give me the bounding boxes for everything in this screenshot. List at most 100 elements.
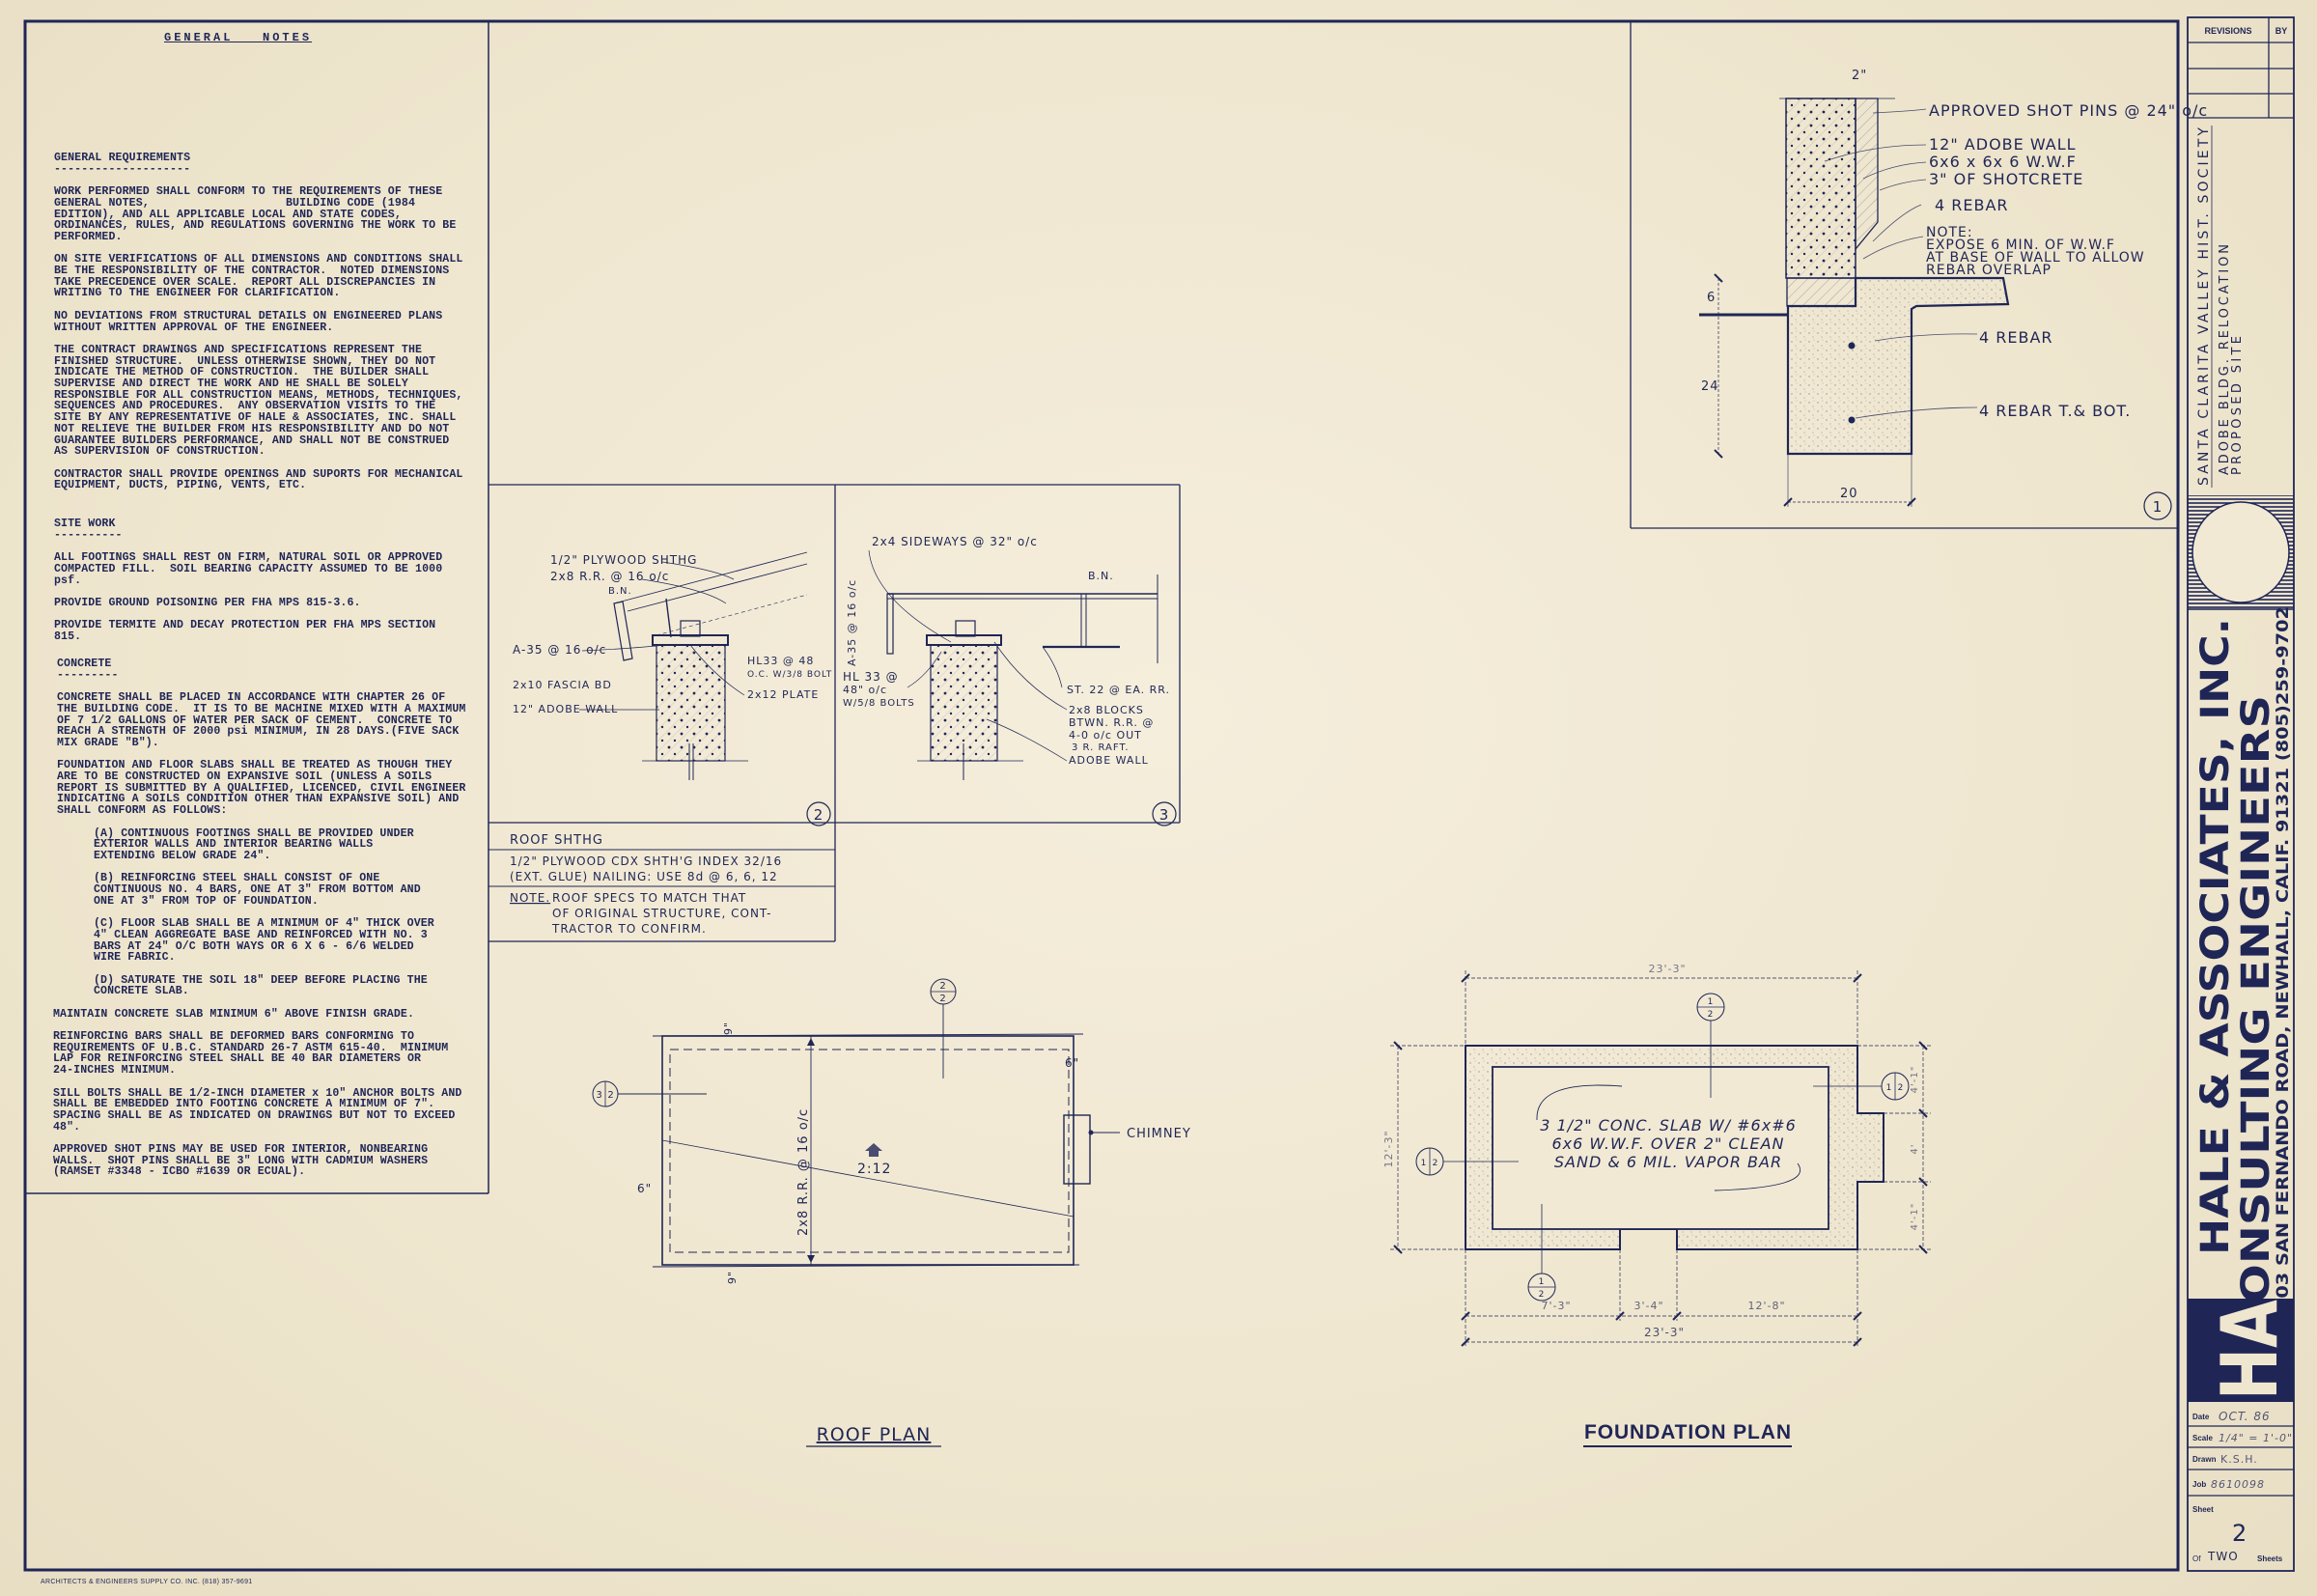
roof-marker-2-bottom: 2 [607,1090,614,1101]
foundation-dim-seg1: 7'-3" [1541,1300,1571,1312]
detail-3-label-a35: A-35 @ 16 o/c [846,579,858,666]
company-seal-placeholder [2191,501,2290,603]
detail-1-label-adobe-wall: 12" ADOBE WALL [1929,135,2077,154]
revisions-by-header: BY [2275,26,2288,36]
detail-2-label-rafter: 2x8 R.R. @ 16 o/c [550,570,669,583]
foundation-slab-note-3: SAND & 6 MIL. VAPOR BAR [1554,1153,1782,1171]
detail-2-label-hl33b: O.C. W/3/8 BOLT [747,670,832,680]
drawn-value: K.S.H. [2220,1453,2258,1466]
detail-1-note-1: NOTE: [1926,225,1973,240]
roof-plan: 2x8 R.R. @ 16 o/c 2:12 CHIMNEY 9" 6" 9" … [592,978,1191,1447]
detail-1-label-rebar-mid: 4 REBAR [1979,328,2053,347]
date-label: Date [2192,1413,2210,1421]
notes-site-work: SITE WORK ---------- ALL FOOTINGS SHALL … [54,518,479,654]
note-item: (A) CONTINUOUS FOOTINGS SHALL BE PROVIDE… [94,826,414,862]
detail-1-label-shotcrete: 3" OF SHOTCRETE [1929,170,2083,188]
detail-1-label-rebar: 4 REBAR [1935,196,2009,214]
scale-label: Scale [2192,1434,2213,1442]
sheet-number: 2 [2232,1520,2247,1547]
foundation-marker-4-top: 1 [1886,1083,1893,1093]
note-paragraph: WORK PERFORMED SHALL CONFORM TO THE REQU… [54,185,457,243]
drawn-label: Drawn [2192,1455,2217,1464]
detail-3-label-st22: ST. 22 @ EA. RR. [1067,684,1170,696]
roof-marker-1-top: 2 [939,981,946,992]
detail-2-eave-section: 1/2" PLYWOOD SHTHG 2x8 R.R. @ 16 o/c B.N… [513,551,832,826]
foundation-dim-left: 12'-3" [1382,1130,1395,1167]
detail-1-dim-slab: 6 [1707,291,1716,305]
scale-value: 1/4" = 1'-0" [2219,1432,2293,1444]
roof-plan-chimney-label: CHIMNEY [1127,1127,1191,1141]
roof-plan-title: ROOF PLAN [817,1424,932,1445]
roof-sheathing-note-3: TRACTOR TO CONFIRM. [551,922,707,936]
roof-sheathing-note-label: NOTE. [510,891,550,905]
sheet-label: Sheet [2192,1505,2214,1514]
note-paragraph: THE CONTRACT DRAWINGS AND SPECIFICATIONS… [54,343,463,459]
foundation-marker-4-bottom: 2 [1898,1083,1905,1093]
detail-1-dim-depth: 24 [1701,379,1719,394]
detail-3-label-hl33a: HL 33 @ [843,670,899,684]
foundation-slab-note-2: 6x6 W.W.F. OVER 2" CLEAN [1551,1134,1784,1153]
roof-marker-1-bottom: 2 [939,994,946,1004]
detail-3-label-blocks-3: 4-0 o/c OUT [1069,729,1142,742]
date-value: OCT. 86 [2219,1410,2271,1423]
detail-3-number: 3 [1159,806,1170,824]
note-paragraph: APPROVED SHOT PINS MAY BE USED FOR INTER… [53,1143,429,1179]
general-notes-title: GENERAL NOTES [164,31,313,44]
roof-sheathing-note-1: ROOF SPECS TO MATCH THAT [552,891,746,905]
detail-1-label-wwf: 6x6 x 6x 6 W.W.F [1929,153,2077,171]
foundation-marker-2-top: 1 [1421,1159,1428,1168]
note-paragraph: NO DEVIATIONS FROM STRUCTURAL DETAILS ON… [54,309,443,334]
roof-marker-2-top: 3 [596,1090,602,1101]
section-heading: SITE WORK [54,518,116,530]
detail-1-note-3: AT BASE OF WALL TO ALLOW [1926,250,2145,266]
company-address: 24303 SAN FERNANDO ROAD, NEWHALL, CALIF.… [2274,606,2293,1337]
job-label: Job [2192,1480,2206,1489]
company-name: HALE & ASSOCIATES, INC. [2193,618,2238,1255]
detail-3-label-wall: ADOBE WALL [1069,754,1149,767]
foundation-dim-right-3: 4'-1" [1910,1203,1920,1231]
note-paragraph: ALL FOOTINGS SHALL REST ON FIRM, NATURAL… [54,551,443,587]
sheet-frame [23,19,2180,1572]
foundation-marker-2-bottom: 2 [1433,1159,1439,1168]
job-value: 8610098 [2211,1478,2265,1491]
note-paragraph: ON SITE VERIFICATIONS OF ALL DIMENSIONS … [54,253,463,300]
note-paragraph: PROVIDE TERMITE AND DECAY PROTECTION PER… [54,619,436,643]
note-paragraph: SILL BOLTS SHALL BE 1/2-INCH DIAMETER x … [53,1086,462,1134]
detail-2-label-plate: 2x12 PLATE [747,688,819,701]
foundation-marker-1-top: 1 [1708,997,1715,1007]
detail-1-dim-width: 20 [1840,487,1858,501]
sheets-label: Sheets [2257,1554,2283,1563]
section-heading: CONCRETE [57,658,112,670]
note-paragraph: MAINTAIN CONCRETE SLAB MINIMUM 6" ABOVE … [53,1007,415,1021]
detail-1-label-rebar-bot: 4 REBAR T.& BOT. [1979,402,2131,420]
foundation-dim-seg2: 3'-4" [1633,1300,1663,1312]
roof-plan-rafters-label: 2x8 R.R. @ 16 o/c [796,1108,811,1236]
company-logo-mark: HA [2205,1300,2295,1400]
notes-concrete: CONCRETE --------- CONCRETE SHALL BE PLA… [53,658,482,1190]
paper-supplier-imprint: ARCHITECTS & ENGINEERS SUPPLY CO. INC. (… [41,1579,253,1585]
note-item: (B) REINFORCING STEEL SHALL CONSIST OF O… [94,872,421,908]
detail-1-note-2: EXPOSE 6 MIN. OF W.W.F [1926,238,2115,253]
section-rule: ---------- [54,528,123,542]
project-client: SANTA CLARITA VALLEY HIST. SOCIETY [2196,126,2212,486]
note-paragraph: REINFORCING BARS SHALL BE DEFORMED BARS … [53,1030,449,1078]
note-paragraph: CONTRACTOR SHALL PROVIDE OPENINGS AND SU… [54,467,463,492]
detail-1-footing-section: 2" APPROVED SHOT PINS @ 24" o/c 12" ADOB… [1699,69,2207,520]
detail-3-label-blocks-2: BTWN. R.R. @ [1069,716,1154,729]
foundation-marker-1-bottom: 2 [1708,1010,1715,1020]
roof-sheathing-spec-1: 1/2" PLYWOOD CDX SHTH'G INDEX 32/16 [510,854,782,868]
revisions-header: REVISIONS [2204,26,2251,36]
detail-3-label-sideways: 2x4 SIDEWAYS @ 32" o/c [872,535,1038,548]
foundation-slab-note-1: 3 1/2" CONC. SLAB W/ #6x#6 [1540,1116,1797,1134]
detail-1-note-4: REBAR OVERLAP [1926,263,2052,278]
roof-plan-dim-top: 9" [722,1022,735,1035]
roof-sheathing-note-2: OF ORIGINAL STRUCTURE, CONT- [552,907,771,920]
roof-plan-dim-left: 6" [637,1182,652,1195]
section-heading: GENERAL REQUIREMENTS [54,152,191,164]
detail-3-label-blocks-4: 3 R. RAFT. [1072,742,1130,753]
roof-sheathing-heading: ROOF SHTHG [510,833,603,848]
detail-2-label-bn: B.N. [608,586,632,597]
roof-plan-slope-label: 2:12 [857,1162,891,1177]
foundation-dim-top: 23'-3" [1648,963,1686,975]
company-logo: HA [2188,1299,2295,1402]
